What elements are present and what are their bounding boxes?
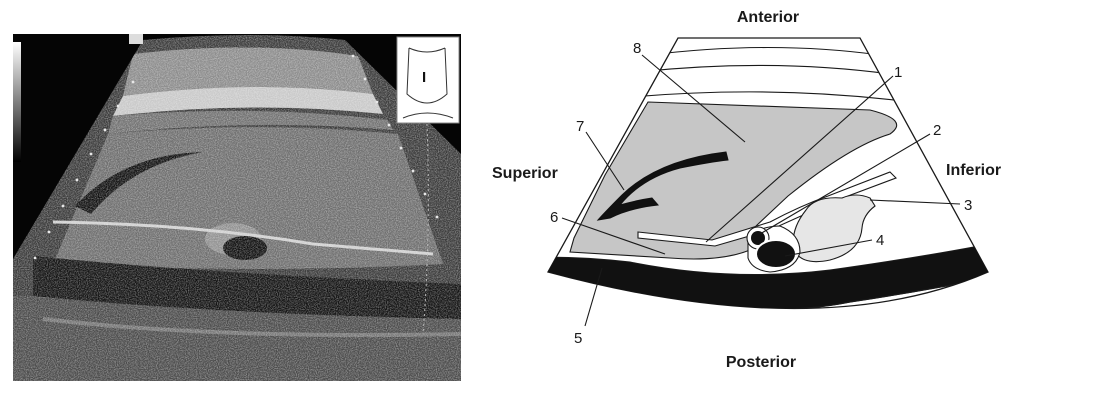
leader-line-1 <box>705 75 894 243</box>
ultrasound-sector <box>13 35 461 381</box>
leader-line-7 <box>585 131 625 191</box>
ultrasound-image: I <box>13 34 461 381</box>
orientation-inferior: Inferior <box>946 162 1001 179</box>
wall-layer-line <box>619 91 911 103</box>
liver-shape <box>569 101 898 260</box>
dark-oval <box>755 239 797 269</box>
label-2: 2 <box>933 122 941 139</box>
leader-line-6 <box>561 217 666 255</box>
wall-layer-line <box>649 46 881 56</box>
grayscale-bar <box>13 42 21 162</box>
leader-line-8 <box>641 54 746 143</box>
anatomy-diagram: Anterior Posterior Superior Inferior 1 2… <box>492 9 1001 371</box>
orientation-superior: Superior <box>492 165 558 182</box>
wall-layer-line <box>637 64 891 75</box>
vessel-shape <box>596 151 729 221</box>
probe-indicator <box>129 34 143 44</box>
body-marker-label: I <box>422 69 426 86</box>
label-6: 6 <box>550 209 558 226</box>
orientation-posterior: Posterior <box>726 354 796 371</box>
body-marker-pictogram: I <box>396 36 460 124</box>
leader-line-2 <box>759 133 931 235</box>
depth-markers <box>33 54 439 260</box>
orientation-anterior: Anterior <box>737 9 799 26</box>
label-4: 4 <box>876 232 884 249</box>
leader-line-5 <box>584 267 603 327</box>
label-1: 1 <box>894 64 902 81</box>
label-7: 7 <box>576 118 584 135</box>
label-3: 3 <box>964 197 972 214</box>
label-8: 8 <box>633 40 641 57</box>
scan-depth-line <box>422 123 429 335</box>
leader-line-4 <box>784 239 873 257</box>
label-5: 5 <box>574 330 582 347</box>
small-dark-circle <box>751 231 765 245</box>
leader-line-3 <box>869 199 961 205</box>
